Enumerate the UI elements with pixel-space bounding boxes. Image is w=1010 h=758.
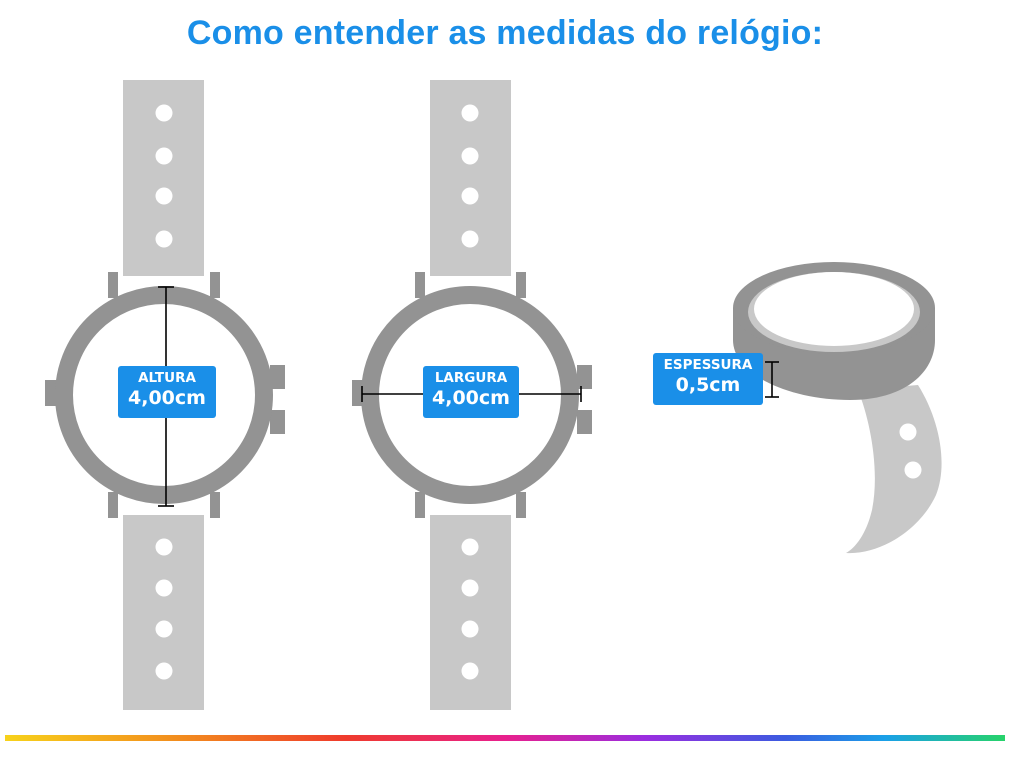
label-value: 0,5cm <box>675 373 741 396</box>
label-value: 4,00cm <box>128 386 206 409</box>
label-title: ALTURA <box>138 370 196 386</box>
page-title: Como entender as medidas do relógio: <box>186 14 824 52</box>
watch-perspective-espessura <box>733 262 942 554</box>
watch-case <box>55 286 273 504</box>
strap-curved <box>846 385 942 554</box>
label-value: 4,00cm <box>432 386 510 409</box>
label-title: LARGURA <box>434 370 508 386</box>
label-title: ESPESSURA <box>663 357 753 373</box>
label-largura: LARGURA 4,00cm <box>423 366 519 418</box>
watch-case <box>361 286 579 504</box>
rainbow-divider <box>5 735 1005 741</box>
label-altura: ALTURA 4,00cm <box>118 366 216 418</box>
label-espessura: ESPESSURA 0,5cm <box>653 353 763 405</box>
watch-front-largura <box>352 80 592 710</box>
watch-front-altura <box>45 80 285 710</box>
